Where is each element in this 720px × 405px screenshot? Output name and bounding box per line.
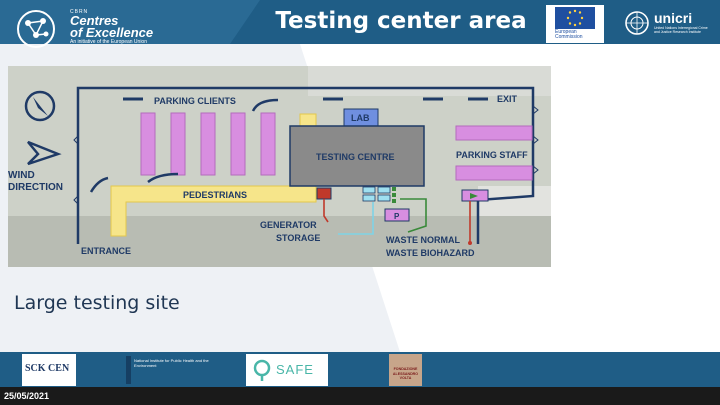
coe-network-icon — [17, 10, 55, 48]
unicri-name: unicri — [654, 10, 693, 26]
play-icon — [470, 193, 478, 199]
compass-icon — [24, 90, 56, 122]
rivm-text: National Institute for Public Health and… — [134, 358, 209, 368]
p-box — [384, 208, 410, 222]
parking-staff-bays — [455, 125, 533, 181]
waste-biohazard-label: WASTE BIOHAZARD — [386, 248, 475, 258]
eu-caption-1: European — [555, 29, 577, 35]
fondazione-volta-logo: FONDAZIONE ALESSANDRO VOLTA — [389, 354, 422, 386]
parking-clients-bays — [140, 112, 276, 176]
lab-label: LAB — [351, 113, 370, 123]
coe-line1: Centres — [70, 13, 119, 28]
testing-centre-building — [289, 125, 425, 187]
storage-label: STORAGE — [276, 233, 320, 243]
sck-cen-text: SCK CEN — [25, 363, 70, 374]
page-title: Testing center area — [275, 8, 527, 34]
coe-line2: of Excellence — [70, 25, 154, 40]
entrance-label: ENTRANCE — [81, 246, 131, 256]
rivm-emblem-icon — [126, 356, 131, 384]
fence-markers — [73, 105, 539, 205]
pedestrians-label: PEDESTRIANS — [183, 190, 247, 200]
coe-tagline: An initiative of the European Union — [70, 39, 147, 45]
coe-small-label: CBRN — [70, 9, 89, 15]
slide-date: 25/05/2021 — [4, 391, 50, 401]
un-emblem-icon — [625, 11, 649, 35]
european-commission-logo: European Commission — [545, 4, 605, 44]
parking-clients-label: PARKING CLIENTS — [154, 96, 236, 106]
p-label: P — [394, 212, 400, 221]
wind-label-2: DIRECTION — [8, 182, 63, 193]
testing-centre-label: TESTING CENTRE — [316, 152, 395, 162]
rivm-logo: National Institute for Public Health and… — [124, 354, 212, 386]
generator-label: GENERATOR — [260, 220, 317, 230]
safe-logo: SAFE — [246, 354, 328, 386]
eu-caption-2: Commission — [555, 34, 583, 40]
connector-lines — [323, 198, 471, 242]
slide-caption: Large testing site — [14, 292, 180, 314]
parking-staff-label: PARKING STAFF — [456, 150, 528, 160]
wind-label-1: WIND — [8, 170, 35, 181]
unicri-subtitle: United Nations Interregional Crime and J… — [654, 26, 708, 34]
exit-label: EXIT — [497, 94, 518, 104]
storage-units — [362, 186, 391, 202]
safe-icon — [253, 359, 271, 381]
volta-text: FONDAZIONE ALESSANDRO VOLTA — [392, 367, 419, 380]
sck-cen-logo: SCK CEN — [22, 354, 76, 386]
waste-normal-label: WASTE NORMAL — [386, 235, 460, 245]
waste-bins — [392, 187, 396, 203]
coe-logo: CBRN Centres of Excellence An initiative… — [16, 6, 166, 58]
site-plan-image: WIND DIRECTION EXIT PARKING CLIENTS — [8, 66, 551, 267]
site-boundary — [76, 86, 535, 244]
eu-flag-icon — [555, 7, 595, 29]
generator-box — [316, 187, 332, 200]
unicri-logo: unicri United Nations Interregional Crim… — [620, 5, 714, 41]
footer-date-strip — [0, 387, 720, 405]
safe-text: SAFE — [276, 362, 314, 377]
wind-arrow-icon — [27, 140, 62, 166]
